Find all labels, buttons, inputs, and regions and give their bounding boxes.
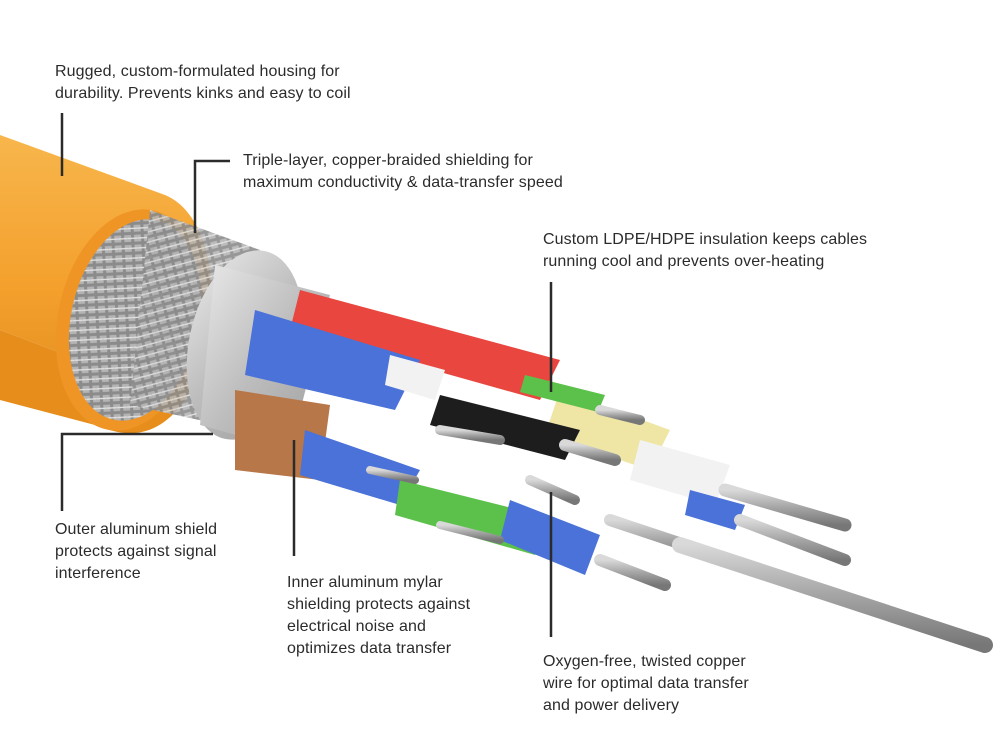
callout-copper-wire: Oxygen-free, twisted copper wire for opt… — [543, 651, 749, 717]
callout-outer-line1: Outer aluminum shield — [55, 521, 218, 538]
callout-inner-line4: optimizes data transfer — [287, 640, 452, 657]
inner-wires — [235, 290, 745, 575]
callout-housing-line1: Rugged, custom-formulated housing for — [55, 63, 340, 80]
callout-housing-line2: durability. Prevents kinks and easy to c… — [55, 85, 351, 102]
callout-ldpe-line1: Custom LDPE/HDPE insulation keeps cables — [543, 231, 868, 248]
callout-housing: Rugged, custom-formulated housing for du… — [55, 61, 351, 105]
callout-braided-shield: Triple-layer, copper-braided shielding f… — [243, 150, 563, 194]
callout-braid-line1: Triple-layer, copper-braided shielding f… — [243, 152, 533, 169]
callout-outer-line3: interference — [55, 565, 141, 582]
callout-copper-line3: and power delivery — [543, 697, 680, 714]
callout-leader-lines — [60, 113, 553, 637]
callout-outer-line2: protects against signal — [55, 543, 217, 560]
leader-braid — [193, 159, 230, 233]
callout-outer-aluminum-shield: Outer aluminum shield protects against s… — [55, 519, 217, 585]
copper-strands — [366, 405, 993, 653]
callout-inner-line2: shielding protects against — [287, 596, 471, 613]
leader-outer — [60, 432, 213, 511]
callout-braid-line2: maximum conductivity & data-transfer spe… — [243, 174, 563, 191]
callout-inner-line3: electrical noise and — [287, 618, 426, 635]
callout-inner-line1: Inner aluminum mylar — [287, 574, 443, 591]
callout-copper-line2: wire for optimal data transfer — [543, 675, 749, 692]
callout-inner-mylar-shield: Inner aluminum mylar shielding protects … — [287, 572, 470, 660]
callout-ldpe-line2: running cool and prevents over-heating — [543, 253, 825, 270]
callout-copper-line1: Oxygen-free, twisted copper — [543, 653, 746, 670]
callout-insulation: Custom LDPE/HDPE insulation keeps cables… — [543, 229, 867, 273]
